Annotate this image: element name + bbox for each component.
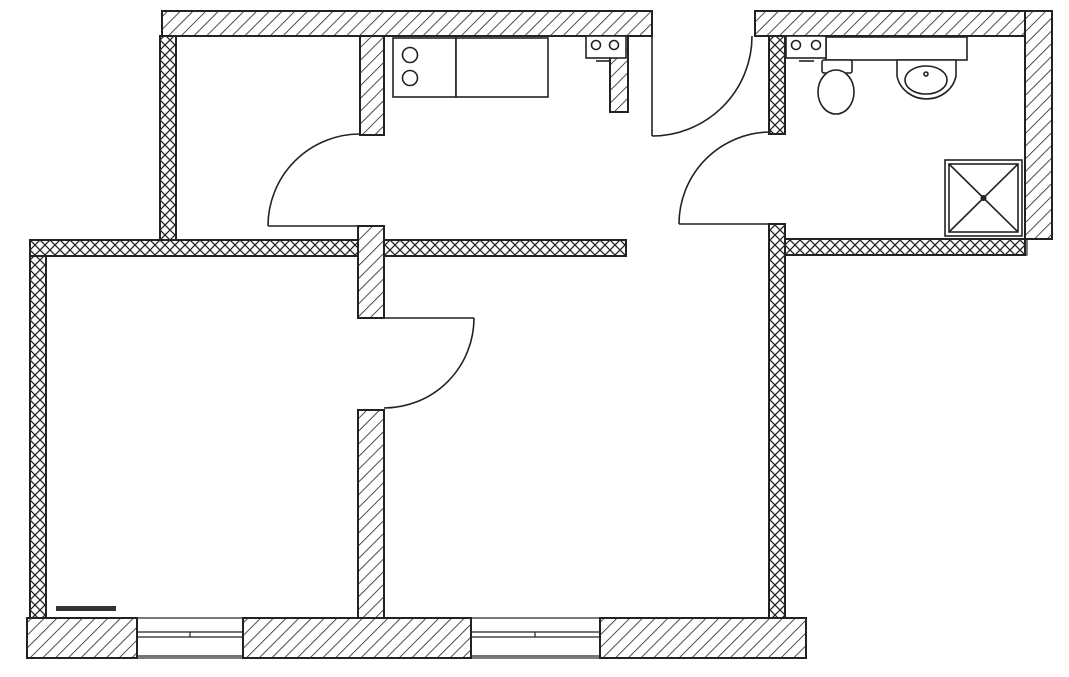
door-entrance — [651, 35, 753, 137]
toilet — [817, 59, 855, 115]
bottom-wall-right — [599, 617, 807, 659]
middle-wall-right — [383, 239, 627, 257]
middle-wall-left — [29, 239, 361, 257]
window-right — [470, 617, 601, 659]
radiator — [56, 606, 116, 611]
kitchen-partition-wall — [359, 35, 385, 136]
middle-pillar — [357, 225, 385, 319]
bathroom-left-wall — [768, 35, 786, 135]
kitchen-sink — [585, 35, 627, 62]
bathroom-right-wall — [1024, 10, 1053, 240]
room-divider-wall — [357, 409, 385, 619]
door-lower-left-room — [383, 317, 475, 409]
bottom-wall-middle — [242, 617, 472, 659]
kitchen-counter — [455, 37, 549, 98]
bathroom-bottom-wall — [784, 238, 1026, 256]
bathroom-shelf — [825, 36, 968, 61]
top-wall-left — [161, 10, 653, 37]
door-bathroom — [678, 131, 772, 225]
door-upper-left-room — [267, 133, 361, 227]
top-wall-right — [754, 10, 1053, 37]
bathroom-tap-fixture — [785, 35, 827, 62]
shower-tray — [944, 159, 1023, 237]
bathroom-bottom-wall-cap — [1024, 238, 1028, 256]
upper-left-room-left-wall — [159, 35, 177, 241]
left-outer-wall — [29, 255, 47, 619]
bottom-wall-left — [26, 617, 138, 659]
washbasin — [896, 59, 957, 100]
living-room-right-wall — [768, 223, 786, 619]
kitchen-stove — [392, 37, 457, 98]
window-left — [136, 617, 244, 659]
